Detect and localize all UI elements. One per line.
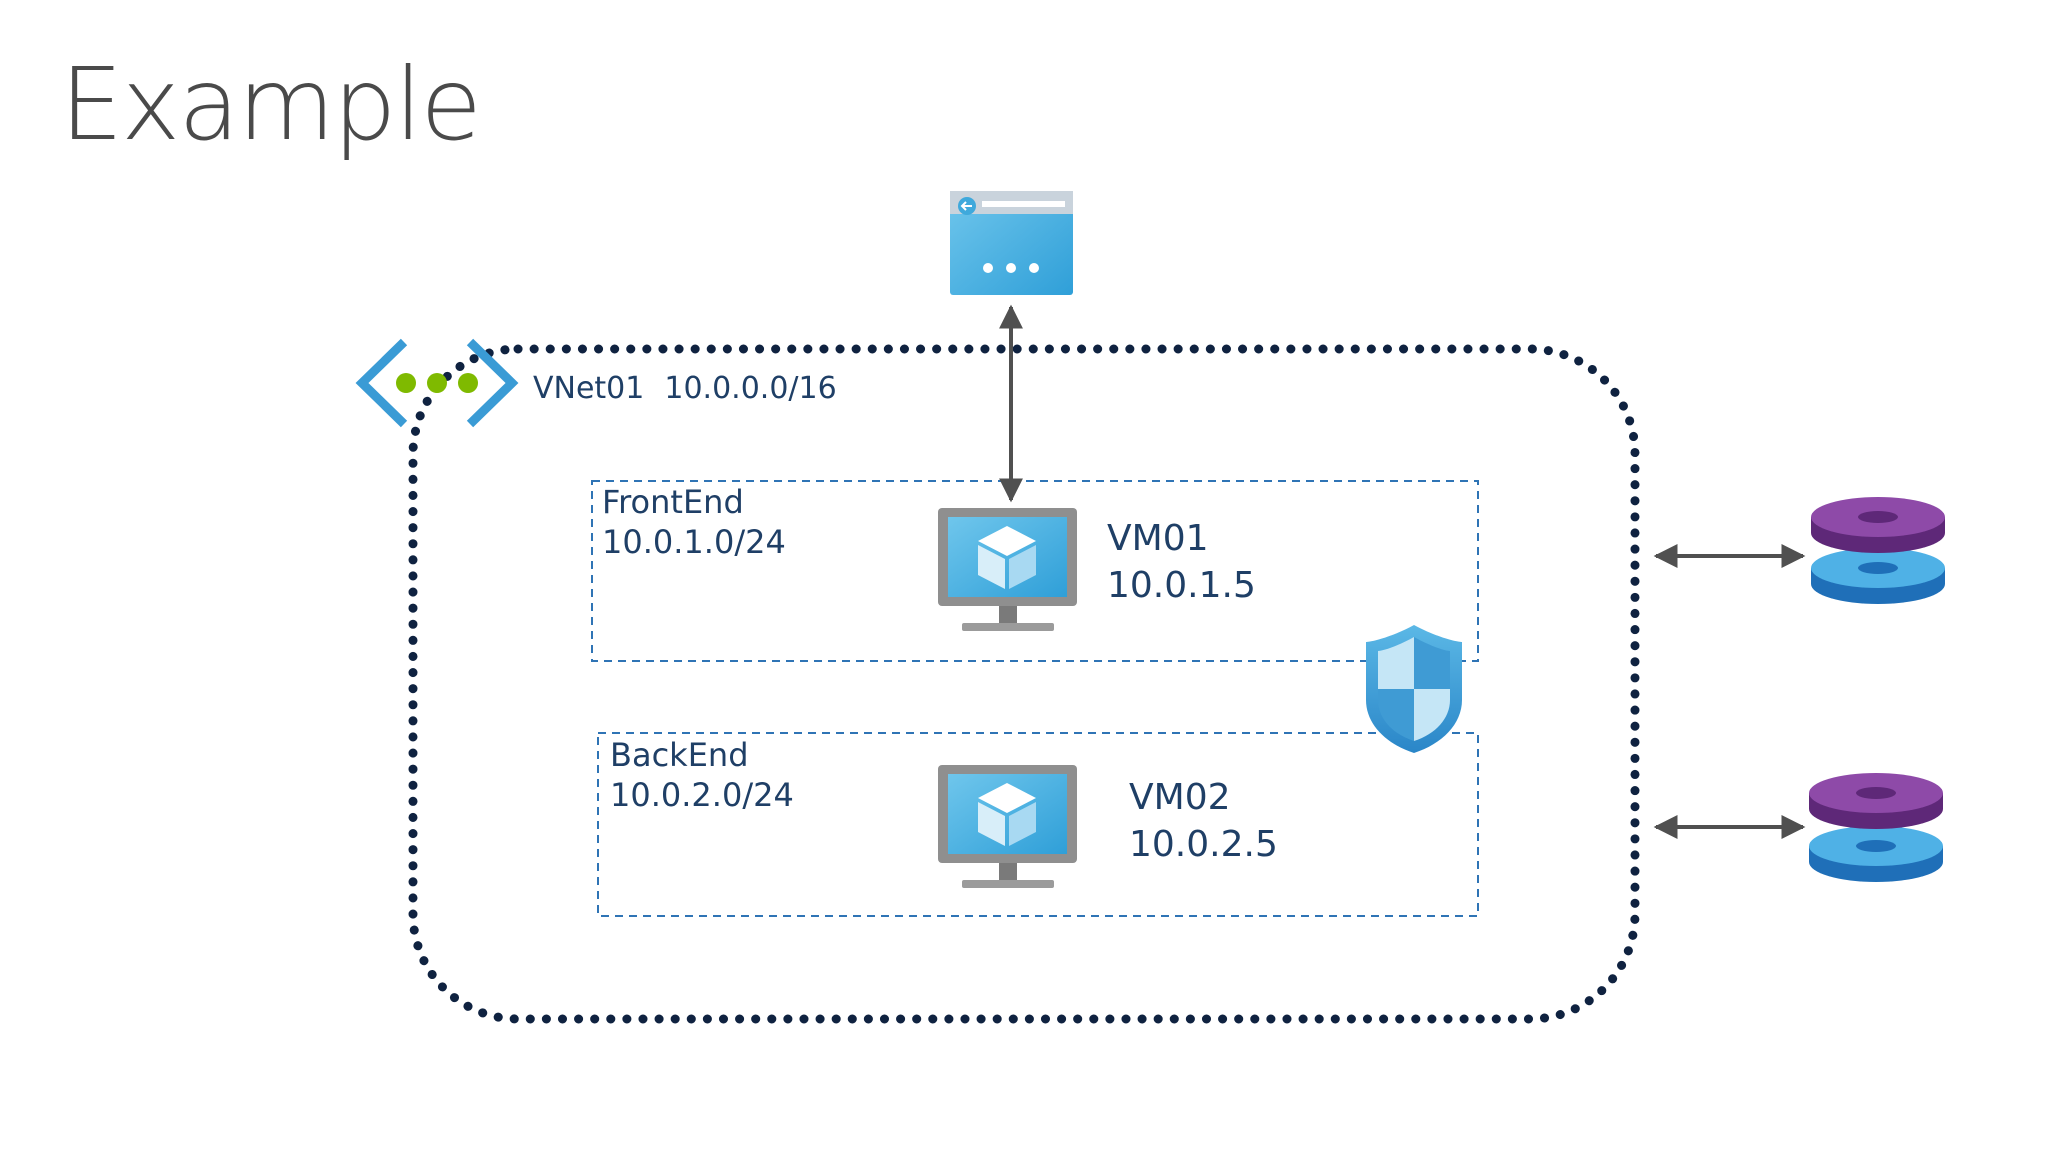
vm02-label: VM02 10.0.2.5 xyxy=(1129,775,1278,869)
subnet-backend-box xyxy=(597,732,1479,917)
vnet-label: VNet01 10.0.0.0/16 xyxy=(533,370,837,408)
vm02-monitor-icon xyxy=(938,765,1077,888)
slide-title: Example xyxy=(60,46,482,163)
subnet-frontend-name: FrontEnd xyxy=(602,483,744,521)
vm02-ip: 10.0.2.5 xyxy=(1129,823,1278,865)
shield-icon xyxy=(1366,625,1462,753)
vnet-name: VNet01 xyxy=(533,371,645,406)
storage-disk-icon xyxy=(1809,773,1943,882)
subnet-frontend-label: FrontEnd 10.0.1.0/24 xyxy=(602,482,786,562)
subnet-backend-label: BackEnd 10.0.2.0/24 xyxy=(610,735,794,815)
vm01-name: VM01 xyxy=(1107,518,1209,559)
subnet-backend-prefix: 10.0.2.0/24 xyxy=(610,776,794,814)
vnet-boundary xyxy=(408,344,1640,1024)
vnet-address-space: 10.0.0.0/16 xyxy=(664,371,837,406)
vm01-label: VM01 10.0.1.5 xyxy=(1107,516,1256,610)
virtual-network-icon xyxy=(355,338,519,428)
vm01-ip: 10.0.1.5 xyxy=(1107,564,1256,606)
vm01-monitor-icon xyxy=(938,508,1077,631)
storage-disk-icon xyxy=(1811,497,1945,604)
subnet-frontend-prefix: 10.0.1.0/24 xyxy=(602,523,786,561)
vm02-name: VM02 xyxy=(1129,777,1231,818)
subnet-backend-name: BackEnd xyxy=(610,736,749,774)
web-app-icon xyxy=(950,191,1073,295)
